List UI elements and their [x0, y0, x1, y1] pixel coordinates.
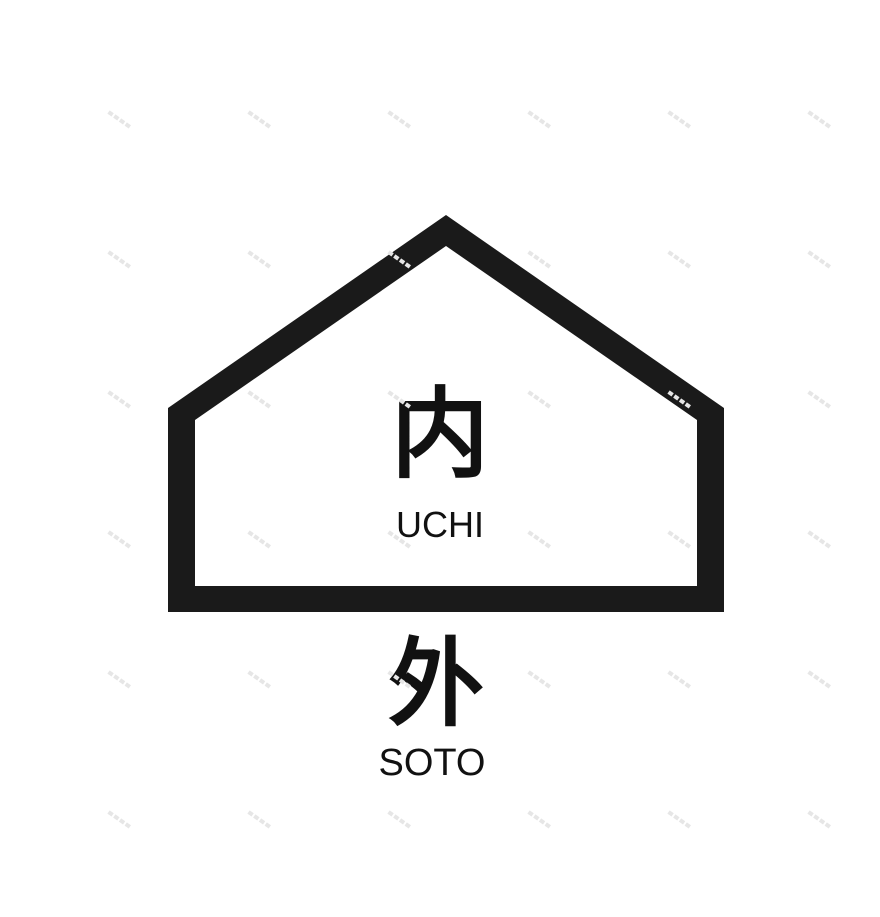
house-outline [168, 215, 724, 612]
uchi-label: UCHI [396, 504, 484, 545]
soto-label: SOTO [378, 742, 486, 784]
uchi-kanji: 内 [390, 377, 489, 492]
soto-kanji: 外 [388, 627, 484, 740]
